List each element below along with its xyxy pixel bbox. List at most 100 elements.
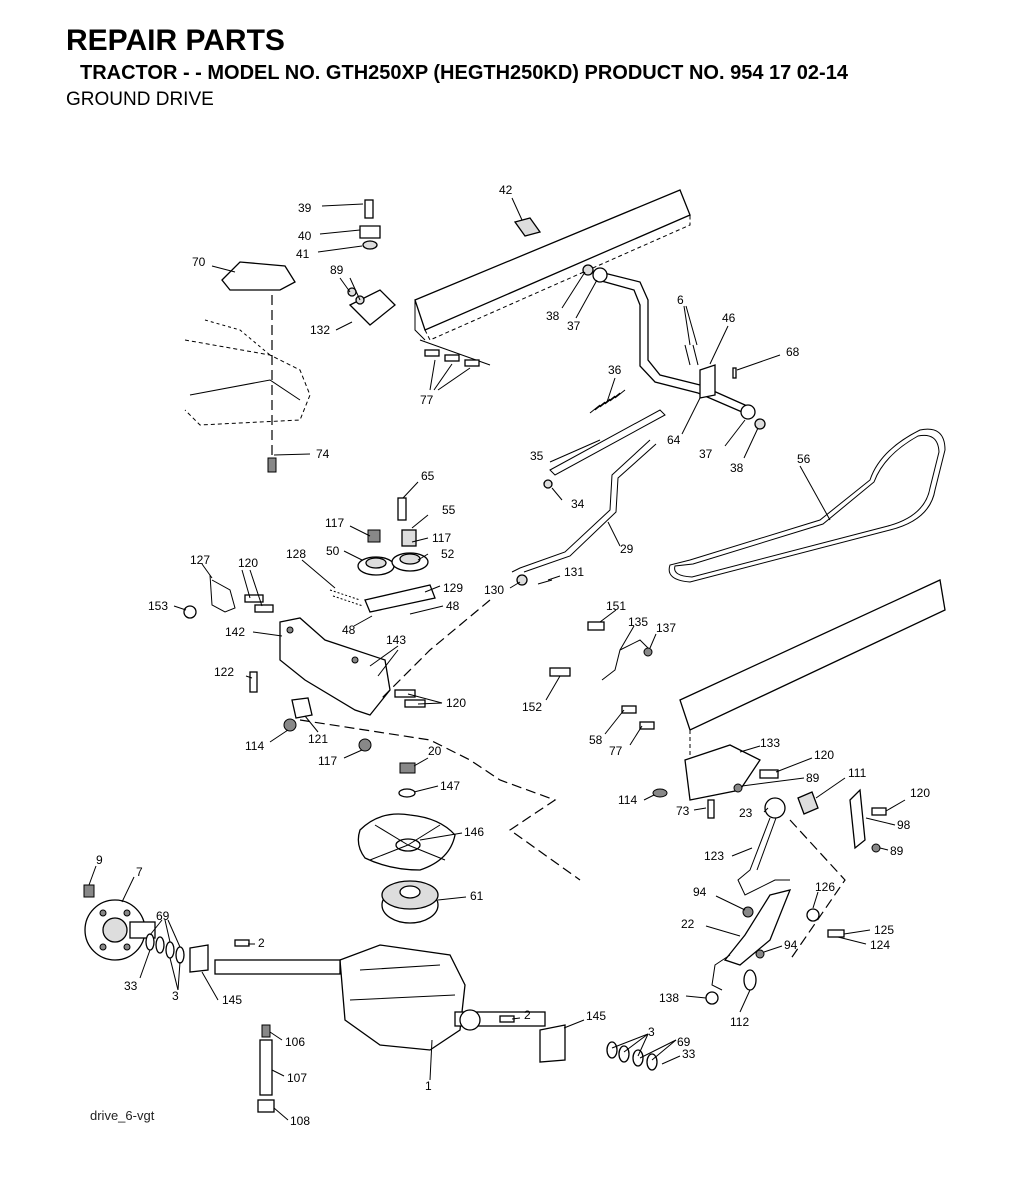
label-56: 56 [797, 452, 811, 466]
fan-part-146[interactable] [357, 813, 456, 871]
label-135: 135 [628, 615, 648, 629]
label-106: 106 [285, 1035, 305, 1049]
rod-part-29[interactable] [511, 439, 657, 586]
label-23: 23 [739, 806, 753, 820]
label-112: 112 [730, 1015, 749, 1029]
idler-pulley-part-52[interactable] [391, 552, 429, 572]
label-127: 127 [190, 553, 210, 567]
part-labels: 39 40 41 42 70 89 132 77 38 37 6 46 68 3… [96, 183, 930, 1128]
drawing-code: drive_6-vgt [90, 1108, 155, 1123]
bolt-part-108[interactable] [257, 1099, 275, 1113]
label-89c: 89 [890, 844, 904, 858]
hub-part-7[interactable] [84, 899, 156, 961]
label-74: 74 [316, 447, 330, 461]
upper-frame-rail [414, 189, 691, 341]
spring-part-128[interactable] [329, 589, 364, 607]
label-152: 152 [522, 700, 542, 714]
nut-part-20[interactable] [399, 762, 416, 774]
label-111: 111 [848, 766, 867, 780]
label-38b: 38 [730, 461, 744, 475]
nut-part-117[interactable] [367, 529, 381, 543]
label-37a: 37 [567, 319, 581, 333]
nut-part-114[interactable] [283, 718, 297, 732]
rod-part-35[interactable] [549, 409, 666, 476]
label-120b: 120 [446, 696, 466, 710]
label-20: 20 [428, 744, 442, 758]
label-77b: 77 [609, 744, 623, 758]
label-126: 126 [815, 880, 835, 894]
cross-shaft-part-64[interactable] [582, 264, 766, 430]
label-117c: 117 [318, 754, 337, 768]
label-98: 98 [897, 818, 911, 832]
drive-belt-part-56[interactable] [668, 428, 946, 583]
bracket-part-145-right[interactable] [539, 1024, 566, 1063]
key-part-2-left[interactable] [234, 939, 250, 947]
bolt-part-120[interactable] [244, 594, 264, 603]
block-part-121[interactable] [291, 697, 313, 719]
label-153: 153 [148, 599, 168, 613]
label-39: 39 [298, 201, 312, 215]
link-rod-part-135[interactable] [549, 621, 653, 681]
bracket-part-133[interactable] [621, 705, 779, 819]
label-130: 130 [484, 583, 504, 597]
label-41: 41 [296, 247, 310, 261]
label-68: 68 [786, 345, 800, 359]
bushing-part-42[interactable] [513, 217, 542, 237]
bracket-part-129[interactable] [364, 584, 436, 613]
bracket-part-145-left[interactable] [189, 944, 209, 973]
label-107: 107 [287, 1071, 307, 1085]
dashed-guide-link [379, 599, 491, 701]
transaxle-part-1[interactable] [214, 944, 546, 1051]
label-121: 121 [308, 732, 328, 746]
label-2a: 2 [258, 936, 265, 950]
washers-left-3-69[interactable] [145, 933, 185, 964]
label-29: 29 [620, 542, 634, 556]
bolt-part-122[interactable] [249, 671, 258, 693]
shaft-part-107[interactable] [259, 1039, 273, 1096]
washers-right-3-69[interactable] [606, 1041, 658, 1071]
label-42: 42 [499, 183, 513, 197]
fitting-part-106[interactable] [261, 1024, 271, 1038]
label-52: 52 [441, 547, 455, 561]
label-129: 129 [443, 581, 463, 595]
bushing-part-111[interactable] [797, 791, 819, 815]
nut-part-117b[interactable] [358, 738, 372, 752]
label-55: 55 [442, 503, 456, 517]
section-title: GROUND DRIVE [66, 89, 214, 110]
label-40: 40 [298, 229, 312, 243]
bracket-part-98[interactable] [849, 788, 866, 850]
spacer-part-55[interactable] [401, 529, 417, 547]
label-69a: 69 [156, 909, 170, 923]
label-70: 70 [192, 255, 206, 269]
label-38a: 38 [546, 309, 560, 323]
bolt-assembly-39-41[interactable] [359, 199, 381, 250]
label-6: 6 [677, 293, 684, 307]
cover-part-70[interactable] [221, 261, 296, 291]
label-120d: 120 [910, 786, 930, 800]
label-73: 73 [676, 804, 690, 818]
bolt-part-65[interactable] [397, 497, 407, 521]
lever-part-22[interactable] [705, 889, 845, 1005]
shift-lever-part-123[interactable] [737, 797, 790, 896]
label-145b: 145 [586, 1009, 606, 1023]
label-94a: 94 [693, 885, 707, 899]
key-part-2-right[interactable] [499, 1015, 515, 1023]
label-9: 9 [96, 853, 103, 867]
label-3a: 3 [172, 989, 179, 1003]
washer-part-147[interactable] [398, 788, 416, 798]
handle-part-127[interactable] [209, 574, 236, 613]
label-37b: 37 [699, 447, 713, 461]
idler-pulley-part-50[interactable] [357, 556, 395, 576]
label-120a: 120 [238, 556, 258, 570]
label-146: 146 [464, 825, 484, 839]
screw-part-74[interactable] [267, 457, 277, 473]
clip-part-34[interactable] [543, 479, 553, 489]
pin-part-153[interactable] [183, 605, 197, 619]
label-114b: 114 [618, 793, 637, 807]
label-143: 143 [386, 633, 406, 647]
bracket-part-142[interactable] [279, 617, 391, 716]
bolt-part-9[interactable] [83, 884, 95, 898]
label-50: 50 [326, 544, 340, 558]
pulley-part-61[interactable] [381, 880, 439, 924]
label-33a: 33 [124, 979, 138, 993]
